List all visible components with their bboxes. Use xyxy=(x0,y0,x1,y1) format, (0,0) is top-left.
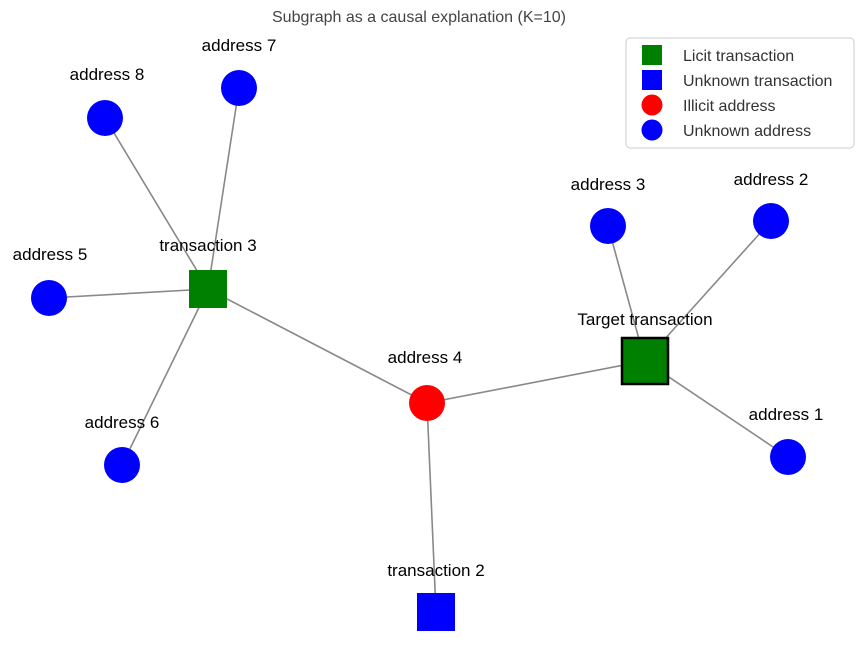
node-a8 xyxy=(87,100,123,136)
node-t3 xyxy=(189,270,227,308)
edge-t3-a8 xyxy=(104,117,209,290)
legend-label-0: Licit transaction xyxy=(683,48,794,65)
node-label-t3: transaction 3 xyxy=(159,236,256,255)
edge-t3-a7 xyxy=(207,87,240,290)
node-label-a2: address 2 xyxy=(734,170,809,189)
legend-label-3: Unknown address xyxy=(683,123,811,140)
node-a1 xyxy=(770,439,806,475)
node-label-a8: address 8 xyxy=(70,65,145,84)
legend-marker-2 xyxy=(641,94,663,116)
node-a4 xyxy=(409,385,445,421)
node-a7 xyxy=(221,70,257,106)
node-a3 xyxy=(590,208,626,244)
node-label-a1: address 1 xyxy=(749,405,824,424)
diagram-title: Subgraph as a causal explanation (K=10) xyxy=(272,9,566,26)
edge-t3-a5 xyxy=(48,288,209,299)
nodes-layer xyxy=(31,70,806,631)
edge-a4-t3 xyxy=(207,288,428,404)
node-label-t2: transaction 2 xyxy=(387,561,484,580)
node-a6 xyxy=(104,447,140,483)
labels-layer: Target transaction address 1 address 2 addr… xyxy=(13,36,824,580)
legend-marker-1 xyxy=(642,70,662,90)
node-label-target: Target transaction xyxy=(577,310,712,329)
legend-marker-0 xyxy=(642,45,662,65)
node-a2 xyxy=(753,203,789,239)
node-a5 xyxy=(31,280,67,316)
node-label-a4: address 4 xyxy=(388,348,463,367)
legend-frame xyxy=(625,37,855,149)
node-t2 xyxy=(417,593,455,631)
edge-target-a4 xyxy=(426,360,646,404)
node-label-a5: address 5 xyxy=(13,245,88,264)
node-label-a7: address 7 xyxy=(202,36,277,55)
node-label-a6: address 6 xyxy=(85,413,160,432)
legend-label-2: Illicit address xyxy=(683,98,775,115)
legend-marker-3 xyxy=(641,119,663,141)
edge-t3-a6 xyxy=(121,288,209,466)
edge-a4-t2 xyxy=(426,402,437,613)
legend-label-1: Unknown transaction xyxy=(683,73,832,90)
node-label-a3: address 3 xyxy=(571,175,646,194)
node-target xyxy=(620,336,670,386)
